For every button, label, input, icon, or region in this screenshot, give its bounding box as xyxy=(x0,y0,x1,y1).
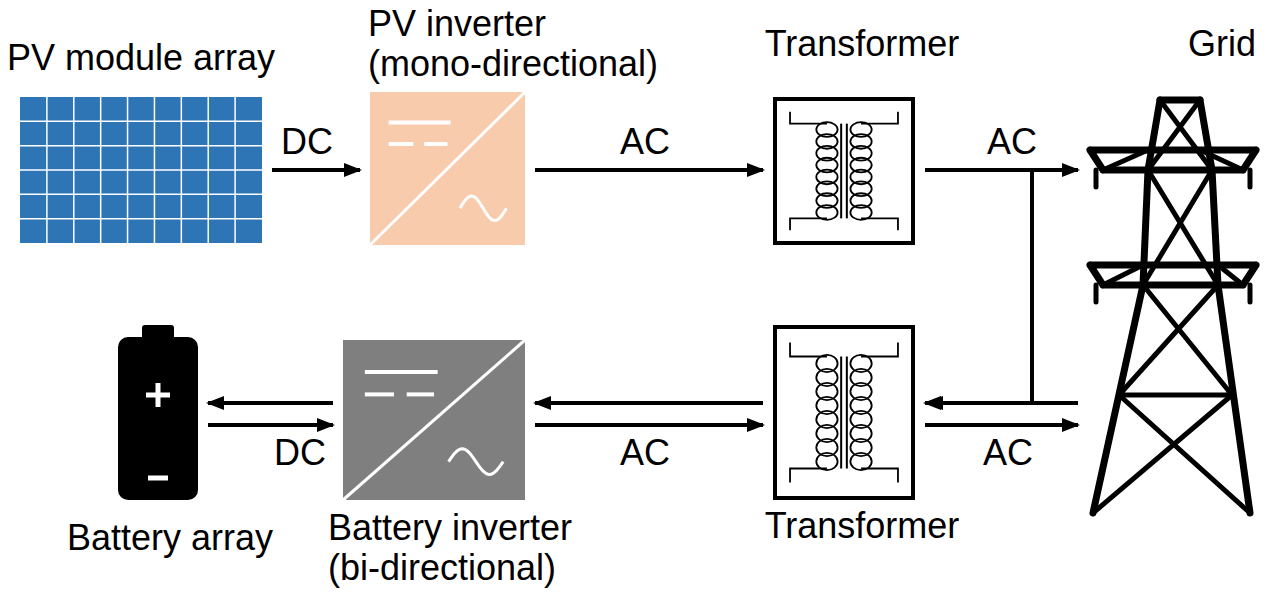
transformer-box: Transformer xyxy=(773,325,915,500)
pv-cell-grid xyxy=(20,97,262,243)
connector-arrow xyxy=(535,403,763,425)
inverter-box: Battery inverter (bi-directional) xyxy=(343,340,525,500)
battery-symbol-art xyxy=(118,325,198,500)
inverter-symbol xyxy=(343,340,525,500)
edge-label: DC xyxy=(279,122,335,162)
polarity-signs xyxy=(146,383,170,478)
node-label: Battery array xyxy=(67,518,273,558)
connector-arrow xyxy=(272,168,360,172)
inverter-box-art xyxy=(370,92,525,245)
transformer-symbol xyxy=(790,112,898,230)
node-label: PV module array xyxy=(7,38,275,78)
connector-arrow xyxy=(535,168,763,172)
edge-label: AC xyxy=(985,122,1039,162)
battery-symbol: Battery array xyxy=(118,325,198,500)
node-label: PV inverter (mono-directional) xyxy=(368,4,664,83)
inverter-box-art xyxy=(343,340,525,500)
transmission-tower xyxy=(1090,100,1256,513)
battery-body xyxy=(118,337,198,500)
transformer-frame xyxy=(775,99,913,243)
grid-tower: Grid xyxy=(1088,95,1258,515)
edge-label: AC xyxy=(618,433,672,473)
connector-arrow xyxy=(925,170,1032,403)
transformer-box-art xyxy=(773,97,915,245)
edge-label: DC xyxy=(272,433,328,473)
transformer-frame xyxy=(775,327,913,498)
inverter-body xyxy=(343,340,525,500)
inverter-body xyxy=(370,92,525,245)
inverter-symbol xyxy=(370,92,525,245)
node-label: Grid xyxy=(1188,24,1256,64)
node-label: Transformer xyxy=(765,506,960,546)
connector-arrow xyxy=(208,403,333,425)
transformer-symbol xyxy=(790,343,898,483)
transformer-box-art xyxy=(773,325,915,500)
pv-array-box-art xyxy=(20,97,262,243)
pv-array-box: PV module array xyxy=(20,97,262,243)
edge-label: AC xyxy=(981,433,1035,473)
transformer-box: Transformer xyxy=(773,97,915,245)
node-label: Battery inverter (bi-directional) xyxy=(328,508,624,587)
node-label: Transformer xyxy=(765,24,960,64)
edge-label: AC xyxy=(618,122,672,162)
inverter-box: PV inverter (mono-directional) xyxy=(370,92,525,245)
pv-panel xyxy=(20,97,262,243)
grid-tower-art xyxy=(1088,95,1258,515)
connector-arrow xyxy=(925,403,1078,425)
